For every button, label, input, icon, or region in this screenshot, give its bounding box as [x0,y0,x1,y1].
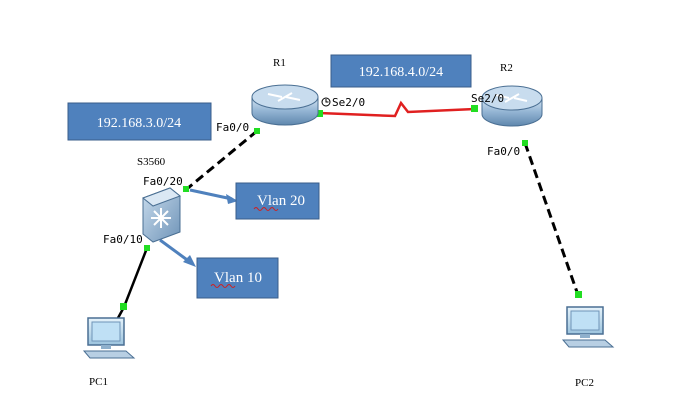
vlan20-arrow [189,188,233,201]
link-dot-pc2 [575,291,582,298]
vlan20-arrowhead [226,194,238,204]
port-label-r1-se20: Se2/0 [332,96,365,109]
link-switch-pc1 [122,247,149,308]
vlan10-arrowhead [183,255,196,267]
port-label-r2-se20: Se2/0 [471,92,504,105]
device-label-pc1: PC1 [89,376,108,388]
link-r2-pc2 [523,142,580,296]
router-r2[interactable] [481,85,543,127]
device-label-switch: S3560 [137,156,166,168]
pc2-computer[interactable] [561,306,615,348]
port-label-r2-fa00: Fa0/0 [487,145,520,158]
router-r1[interactable] [251,84,319,126]
device-label-r2: R2 [500,62,513,74]
port-label-r1-fa00: Fa0/0 [216,121,249,134]
vlan20-box: Vlan 20 [235,182,320,220]
vlan10-label: Vlan 10 [214,270,262,286]
switch-s3560[interactable] [141,187,182,243]
vlan20-label: Vlan 20 [257,193,305,209]
link-dot-r1-se20 [316,110,323,117]
pc1-computer[interactable] [82,317,136,359]
network-label-192-168-3: 192.168.3.0/24 [97,116,181,131]
link-dot-r2-se20 [471,105,478,112]
link-dot-pc1 [120,303,127,310]
port-label-sw-fa020: Fa0/20 [143,175,183,188]
link-dot-sw-fa020 [183,186,189,192]
link-serial-r1-r2 [318,100,476,118]
vlan10-box: Vlan 10 [196,257,279,299]
network-label-192-168-4: 192.168.4.0/24 [359,65,443,80]
link-r1-switch [187,129,258,190]
device-label-pc2: PC2 [575,377,594,389]
link-dot-sw-fa010 [144,245,150,251]
network-box-192-168-4: 192.168.4.0/24 [330,54,472,88]
clock-icon [321,97,331,107]
network-box-192-168-3: 192.168.3.0/24 [67,102,212,141]
vlan10-arrow [159,238,191,264]
port-label-sw-fa010: Fa0/10 [103,233,143,246]
link-dot-r1-fa00 [254,128,260,134]
device-label-r1: R1 [273,57,286,69]
link-dot-r2-fa00 [522,140,528,146]
